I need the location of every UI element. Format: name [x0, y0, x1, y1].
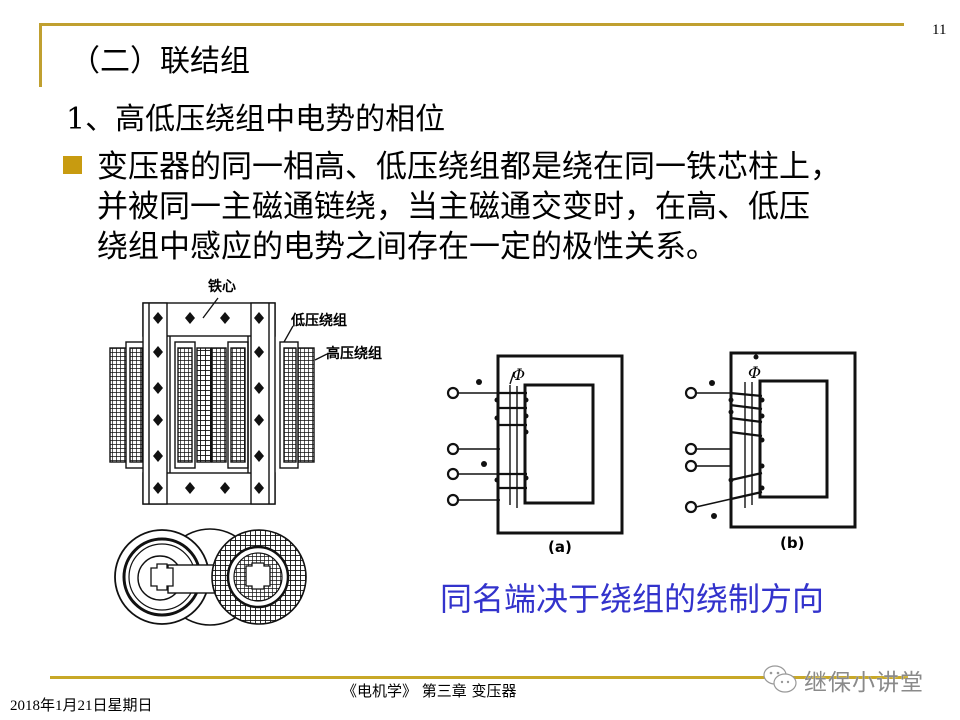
label-core: 铁心 — [208, 279, 236, 295]
bullet-line: 并被同一主磁通链绕，当主磁通交变时，在高、低压 — [97, 189, 810, 225]
label-high-voltage-winding: 高压绕组 — [326, 346, 382, 362]
bullet-line: 变压器的同一相高、低压绕组都是绕在同一铁芯柱上， — [97, 149, 841, 185]
flux-symbol-a: Φ — [512, 365, 525, 384]
slide-subtitle: 1、高低压绕组中电势的相位 — [66, 102, 446, 137]
bullet-line: 绕组中感应的电势之间存在一定的极性关系。 — [97, 229, 717, 265]
footer-rule — [50, 676, 908, 679]
page-number: 11 — [932, 22, 947, 38]
header-left-rule — [39, 23, 42, 87]
watermark-text: 继保小讲堂 — [804, 670, 924, 696]
footer-date: 2018年1月21日星期日 — [10, 698, 153, 714]
label-low-voltage-winding: 低压绕组 — [291, 313, 347, 329]
header-rule — [40, 23, 904, 26]
bullet-square-icon — [63, 156, 82, 174]
figure-caption: 同名端决于绕组的绕制方向 — [440, 580, 825, 618]
figure-label-a: (a) — [548, 538, 572, 556]
footer-book-title: 《电机学》 第三章 变压器 — [342, 682, 517, 700]
watermark: 继保小讲堂 — [762, 662, 924, 698]
winding-diagram-b: Φ — [684, 351, 857, 529]
flux-symbol-b: Φ — [748, 363, 761, 382]
transformer-core-diagram — [109, 297, 328, 626]
winding-diagram-a: Φ — [446, 354, 624, 535]
slide-title: （二）联结组 — [70, 44, 250, 79]
bullet-paragraph: 变压器的同一相高、低压绕组都是绕在同一铁芯柱上， 并被同一主磁通链绕，当主磁通交… — [97, 147, 917, 267]
figure-label-b: (b) — [780, 534, 805, 552]
wechat-icon — [763, 665, 797, 693]
